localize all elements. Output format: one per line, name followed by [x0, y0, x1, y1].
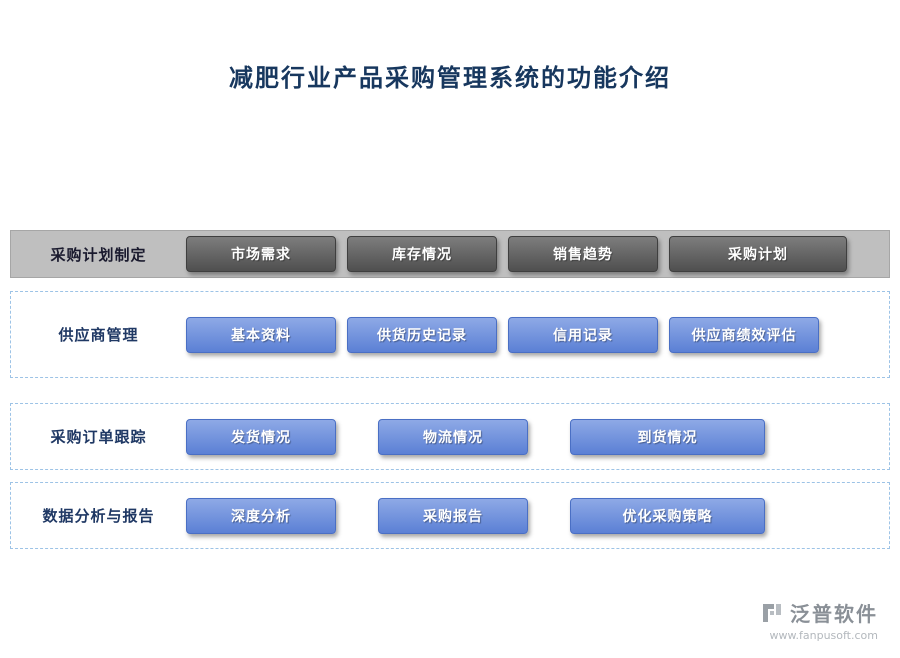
row-data-analysis: 数据分析与报告 深度分析 采购报告 优化采购策略: [10, 482, 890, 549]
brand-name: 泛普软件: [790, 602, 878, 626]
row-buttons-data-analysis: 深度分析 采购报告 优化采购策略: [186, 497, 807, 534]
footer-brand: 泛普软件 www.fanpusoft.com: [760, 598, 878, 642]
feature-button-purchase-plan-0[interactable]: 市场需求: [186, 236, 336, 272]
feature-button-supplier-management-1[interactable]: 供货历史记录: [347, 316, 497, 353]
feature-button-supplier-management-2[interactable]: 信用记录: [508, 316, 658, 353]
feature-button-supplier-management-3[interactable]: 供应商绩效评估: [669, 316, 819, 353]
brand-url: www.fanpusoft.com: [769, 629, 878, 642]
feature-rows: 采购计划制定 市场需求库存情况销售趋势采购计划供应商管理 基本资料供货历史记录信用记…: [10, 230, 890, 549]
row-supplier-management: 供应商管理 基本资料供货历史记录信用记录供应商绩效评估: [10, 291, 890, 378]
row-buttons-supplier-management: 基本资料供货历史记录信用记录供应商绩效评估: [186, 316, 830, 353]
feature-button-order-tracking-0[interactable]: 发货情况: [186, 418, 336, 455]
row-buttons-order-tracking: 发货情况 物流情况 到货情况: [186, 418, 807, 455]
feature-button-order-tracking-2[interactable]: 到货情况: [570, 418, 765, 455]
row-buttons-purchase-plan: 市场需求库存情况销售趋势采购计划: [186, 236, 858, 272]
feature-button-purchase-plan-2[interactable]: 销售趋势: [508, 236, 658, 272]
fanpu-logo-icon: [760, 601, 784, 625]
feature-button-data-analysis-1[interactable]: 采购报告: [378, 497, 528, 534]
row-label-data-analysis: 数据分析与报告: [42, 507, 155, 525]
feature-button-purchase-plan-3[interactable]: 采购计划: [669, 236, 847, 272]
page-title: 减肥行业产品采购管理系统的功能介绍: [229, 66, 671, 92]
feature-button-data-analysis-0[interactable]: 深度分析: [186, 497, 336, 534]
row-label-purchase-plan: 采购计划制定: [50, 245, 147, 264]
feature-button-purchase-plan-1[interactable]: 库存情况: [347, 236, 497, 272]
row-label-order-tracking: 采购订单跟踪: [50, 428, 147, 446]
feature-button-order-tracking-1[interactable]: 物流情况: [378, 418, 528, 455]
feature-button-supplier-management-0[interactable]: 基本资料: [186, 316, 336, 353]
row-order-tracking: 采购订单跟踪 发货情况 物流情况 到货情况: [10, 403, 890, 470]
feature-button-data-analysis-2[interactable]: 优化采购策略: [570, 497, 765, 534]
row-label-supplier-management: 供应商管理: [58, 326, 139, 344]
row-purchase-plan: 采购计划制定 市场需求库存情况销售趋势采购计划: [10, 230, 890, 278]
